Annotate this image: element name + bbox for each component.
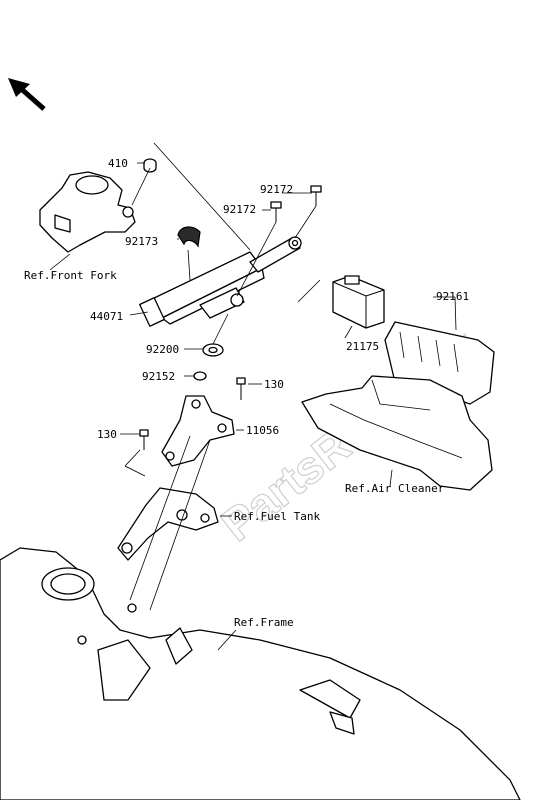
label-92172-a: 92172 — [260, 183, 293, 196]
label-130-a: 130 — [264, 378, 284, 391]
air-cleaner-housing — [301, 375, 493, 491]
collar-92152 — [193, 371, 207, 381]
washer-92200 — [202, 343, 224, 357]
leader-lines — [49, 142, 457, 651]
clip-92173 — [177, 226, 201, 248]
label-ref-air-cleaner: Ref.Air Cleaner — [345, 482, 445, 495]
label-92200: 92200 — [146, 343, 179, 356]
label-92172-b: 92172 — [223, 203, 256, 216]
label-92161: 92161 — [436, 290, 469, 303]
cap-410 — [143, 158, 157, 173]
label-44071: 44071 — [90, 310, 123, 323]
label-21175: 21175 — [346, 340, 379, 353]
bolt-130-b — [139, 429, 149, 450]
bolt-92172-a — [270, 201, 282, 222]
bracket-11056 — [161, 395, 235, 467]
direction-arrow-icon — [8, 78, 46, 111]
ecu-21175 — [332, 275, 385, 329]
front-fork-clamp — [39, 171, 136, 253]
label-11056: 11056 — [246, 424, 279, 437]
label-ref-fuel-tank: Ref.Fuel Tank — [234, 510, 320, 523]
label-130-b: 130 — [97, 428, 117, 441]
label-ref-frame: Ref.Frame — [234, 616, 294, 629]
bolt-92172-b — [310, 185, 322, 206]
fuel-tank-bracket — [117, 487, 219, 561]
label-92152: 92152 — [142, 370, 175, 383]
label-410: 410 — [108, 157, 128, 170]
bolt-130-a — [236, 377, 246, 400]
frame — [0, 547, 521, 800]
steering-damper — [139, 236, 302, 327]
label-ref-front-fork: Ref.Front Fork — [24, 269, 117, 282]
label-92173: 92173 — [125, 235, 158, 248]
